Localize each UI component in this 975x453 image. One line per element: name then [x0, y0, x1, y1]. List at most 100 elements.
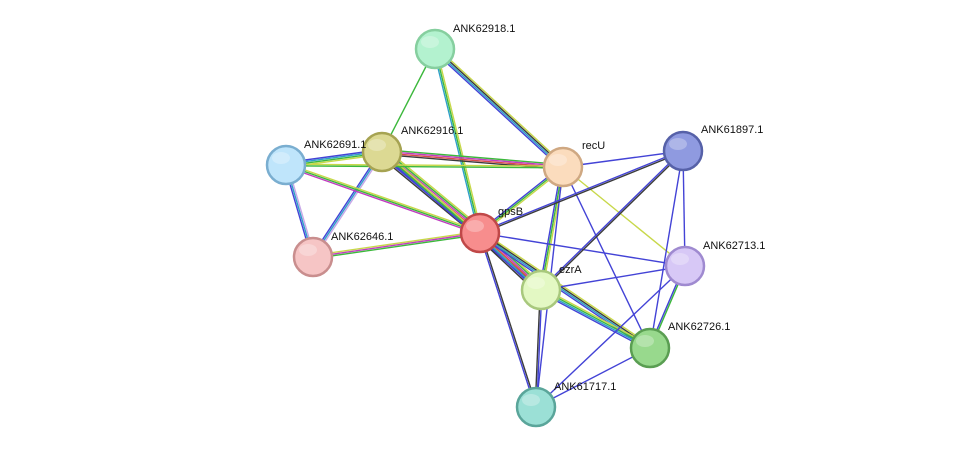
edge-ank62646-1-gpsb[interactable] [312, 230, 481, 260]
node-circle[interactable] [515, 386, 557, 428]
edge-ank62691-1-recu[interactable] [285, 163, 564, 169]
node-ank62726-1[interactable] [629, 327, 671, 369]
edge-evidence-line [382, 148, 564, 166]
node-circle[interactable] [520, 269, 562, 311]
edge-ank62691-1-gpsb[interactable] [285, 162, 481, 236]
edge-evidence-line [312, 230, 480, 257]
node-highlight [636, 335, 654, 347]
node-highlight [368, 139, 386, 151]
node-ank62918-1[interactable] [414, 28, 456, 70]
edge-evidence-line [285, 165, 563, 169]
node-gpsb[interactable] [459, 212, 501, 254]
edge-evidence-line [286, 162, 481, 233]
edge-evidence-line [432, 50, 562, 170]
edge-ezra-ank62726-1[interactable] [539, 287, 652, 351]
node-circle[interactable] [292, 236, 334, 278]
edge-evidence-line [384, 147, 484, 230]
edge-recu-ank62726-1[interactable] [562, 166, 651, 349]
node-ank62916-1[interactable] [361, 131, 403, 173]
edge-evidence-line [538, 166, 563, 290]
edge-evidence-line [539, 149, 683, 290]
edge-evidence-line [286, 163, 564, 167]
node-circle[interactable] [542, 146, 584, 188]
node-highlight [669, 138, 687, 150]
edge-evidence-line [435, 47, 565, 167]
node-circle[interactable] [414, 28, 456, 70]
node-circle[interactable] [459, 212, 501, 254]
edge-evidence-line [649, 150, 684, 349]
edge-evidence-line [540, 265, 686, 291]
edge-evidence-line [541, 288, 651, 348]
node-recu[interactable] [542, 146, 584, 188]
edge-ezra-ank62713-1[interactable] [540, 265, 686, 291]
node-ank62691-1[interactable] [265, 144, 307, 186]
edge-evidence-line [535, 265, 686, 408]
edge-ank62918-1-recu[interactable] [432, 46, 566, 170]
edge-evidence-line [312, 232, 481, 258]
edge-evidence-line [480, 151, 684, 235]
edge-evidence-line [479, 232, 686, 267]
node-ezra[interactable] [520, 269, 562, 311]
edge-ank62918-1-gpsb[interactable] [432, 48, 483, 234]
node-label-ank62713-1: ANK62713.1 [703, 240, 765, 252]
node-highlight [671, 253, 689, 265]
node-label-ank62646-1: ANK62646.1 [331, 231, 393, 243]
edge-evidence-line [435, 48, 483, 233]
node-highlight [527, 277, 545, 289]
edge-recu-ank62713-1[interactable] [562, 166, 686, 267]
edge-evidence-line [478, 233, 536, 408]
edge-gpsb-ank61717-1[interactable] [478, 232, 538, 408]
node-circle[interactable] [664, 245, 706, 287]
edge-evidence-line [313, 152, 384, 259]
node-highlight [549, 154, 567, 166]
edge-gpsb-ank62713-1[interactable] [479, 232, 686, 267]
edge-evidence-line [540, 290, 650, 350]
edge-evidence-line [541, 151, 685, 292]
node-label-ank61717-1: ANK61717.1 [554, 381, 616, 393]
edge-evidence-line [541, 287, 652, 347]
node-circle[interactable] [629, 327, 671, 369]
edge-evidence-line [480, 230, 652, 347]
node-label-ezra: ezrA [559, 264, 582, 276]
node-circle[interactable] [662, 130, 704, 172]
edge-ank62916-1-ank62646-1[interactable] [311, 150, 384, 259]
edge-gpsb-ank61897-1[interactable] [479, 149, 684, 235]
node-highlight [299, 244, 317, 256]
node-label-recu: recU [582, 140, 605, 152]
node-ank62713-1[interactable] [664, 245, 706, 287]
edge-evidence-line [535, 347, 651, 408]
node-label-ank61897-1: ANK61897.1 [701, 124, 763, 136]
edge-ezra-ank61897-1[interactable] [539, 149, 685, 292]
edge-evidence-line [311, 150, 382, 257]
node-label-ank62691-1: ANK62691.1 [304, 139, 366, 151]
edge-evidence-line [434, 48, 481, 234]
node-label-gpsb: gpsB [498, 206, 523, 218]
node-ank61717-1[interactable] [515, 386, 557, 428]
node-label-ank62918-1: ANK62918.1 [453, 23, 515, 35]
node-circle[interactable] [361, 131, 403, 173]
edge-evidence-line [382, 150, 564, 167]
edge-ank62726-1-ank61717-1[interactable] [535, 347, 651, 408]
edge-evidence-line [433, 49, 563, 169]
node-highlight [272, 152, 290, 164]
edge-evidence-line [436, 46, 566, 166]
node-circle[interactable] [265, 144, 307, 186]
node-highlight [421, 36, 439, 48]
node-ank61897-1[interactable] [662, 130, 704, 172]
edge-evidence-line [562, 166, 651, 349]
edge-evidence-line [383, 148, 483, 232]
node-label-ank62726-1: ANK62726.1 [668, 321, 730, 333]
edge-evidence-line [480, 231, 651, 348]
edge-evidence-line [540, 166, 564, 291]
edge-evidence-line [562, 166, 686, 267]
edge-evidence-line [313, 233, 481, 260]
edge-ank61897-1-ank62726-1[interactable] [649, 150, 684, 349]
edge-ank62713-1-ank61717-1[interactable] [535, 265, 686, 408]
edge-evidence-line [312, 151, 383, 258]
node-label-ank62916-1: ANK62916.1 [401, 125, 463, 137]
node-highlight [466, 220, 484, 232]
network-nodes [265, 28, 706, 428]
node-ank62646-1[interactable] [292, 236, 334, 278]
